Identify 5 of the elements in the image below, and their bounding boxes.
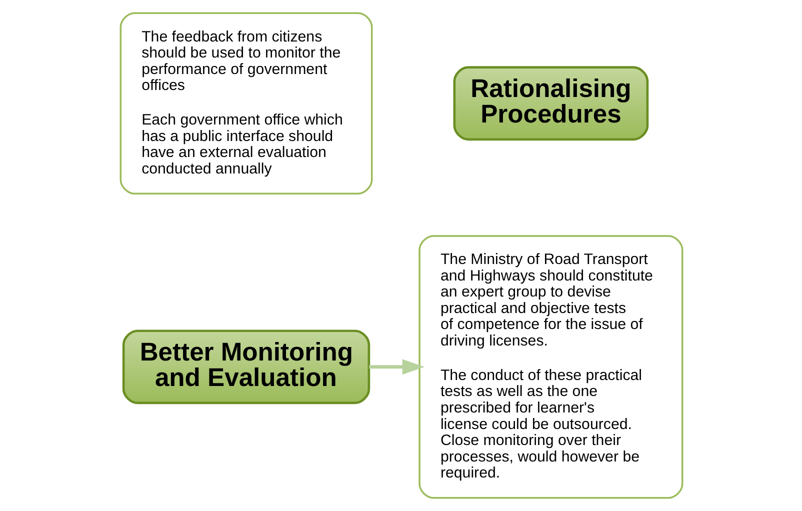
- node-box: The feedback from citizens should be used to monitor the performance of government offices Each government office which has a public interface should have an external evaluation conducted annually: [119, 12, 372, 194]
- node-box: The Ministry of Road Transport and Highways should constitute an expert group to devise practical and objective tests of competence for the issue of driving licenses. The conduct of these practical tests as well as the one prescribed for learner's license could be outsourced. Close monitoring over their processes, would however be required.: [418, 235, 683, 499]
- node-box: Better Monitoring and Evaluation: [122, 330, 370, 404]
- arrow: [368, 359, 424, 375]
- node-box: Rationalising Procedures: [452, 66, 648, 141]
